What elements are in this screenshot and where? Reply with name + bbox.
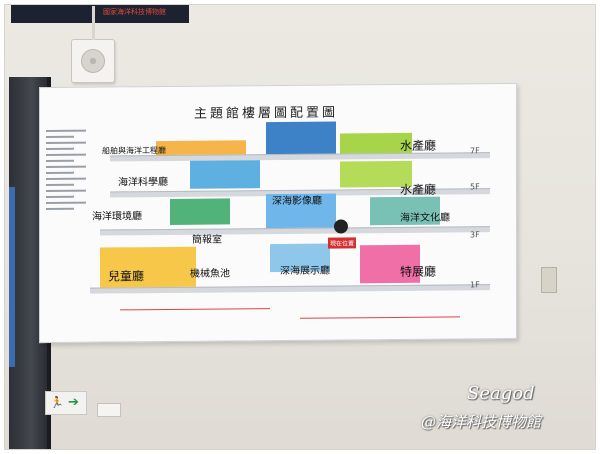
wall-speaker xyxy=(71,6,115,83)
running-man-icon: 🏃 xyxy=(50,396,64,409)
label-fisheries-7f: 水產廳 xyxy=(400,138,437,153)
floor-label-3f: 3F xyxy=(470,230,480,240)
block-deep-sea-imaging-top xyxy=(266,121,336,155)
label-ship-engineering: 船舶與海洋工程廳 xyxy=(102,145,166,156)
floor-label-7f: 7F xyxy=(470,146,480,156)
you-are-here-icon xyxy=(334,219,348,234)
floor-label-5f: 5F xyxy=(470,182,480,192)
arrow-right-icon: ➔ xyxy=(68,395,79,410)
wall-monitor: 國家海洋科技博物館 xyxy=(11,5,189,23)
wall-outlet-plate xyxy=(541,267,557,293)
label-deep-sea-exhibit: 深海展示廳 xyxy=(280,265,330,277)
label-machine-pool: 機械魚池 xyxy=(190,268,230,280)
monitor-ticker: 國家海洋科技博物館 xyxy=(103,8,166,16)
wall-switch xyxy=(97,403,121,417)
label-ocean-culture: 海洋文化廳 xyxy=(400,212,450,224)
watermark-location: @海洋科技博物館 xyxy=(421,413,542,431)
route-line xyxy=(300,316,460,319)
board-title: 主題館樓層圖配置圖 xyxy=(194,105,339,122)
photo-frame: 國家海洋科技博物館 主題館樓層圖配置圖 xyxy=(4,4,596,450)
speaker-grill xyxy=(81,49,105,73)
label-ocean-science: 海洋科學廳 xyxy=(118,176,168,189)
label-fisheries-5f: 水產廳 xyxy=(400,182,437,197)
block-ship-engineering xyxy=(156,140,246,156)
watermark-name: Seagod xyxy=(467,383,535,404)
you-are-here-label: 現在位置 xyxy=(328,237,357,249)
floor-map-board: 主題館樓層圖配置圖 船舶與海洋工程廳 海洋科學廳 海洋環境廳 xyxy=(39,82,517,344)
label-reading-room: 簡報室 xyxy=(192,234,222,246)
route-line xyxy=(120,308,270,311)
block-ocean-science xyxy=(190,160,260,189)
label-special-exhibit: 特展廳 xyxy=(400,264,437,279)
block-ocean-environment xyxy=(170,198,230,225)
label-children: 兒童廳 xyxy=(108,269,145,284)
floor-label-1f: 1F xyxy=(470,280,480,290)
map-legend xyxy=(46,126,102,214)
label-ocean-environment: 海洋環境廳 xyxy=(92,211,142,223)
exit-sign: 🏃 ➔ xyxy=(45,391,87,415)
label-deep-sea-imaging: 深海影像廳 xyxy=(272,195,322,208)
